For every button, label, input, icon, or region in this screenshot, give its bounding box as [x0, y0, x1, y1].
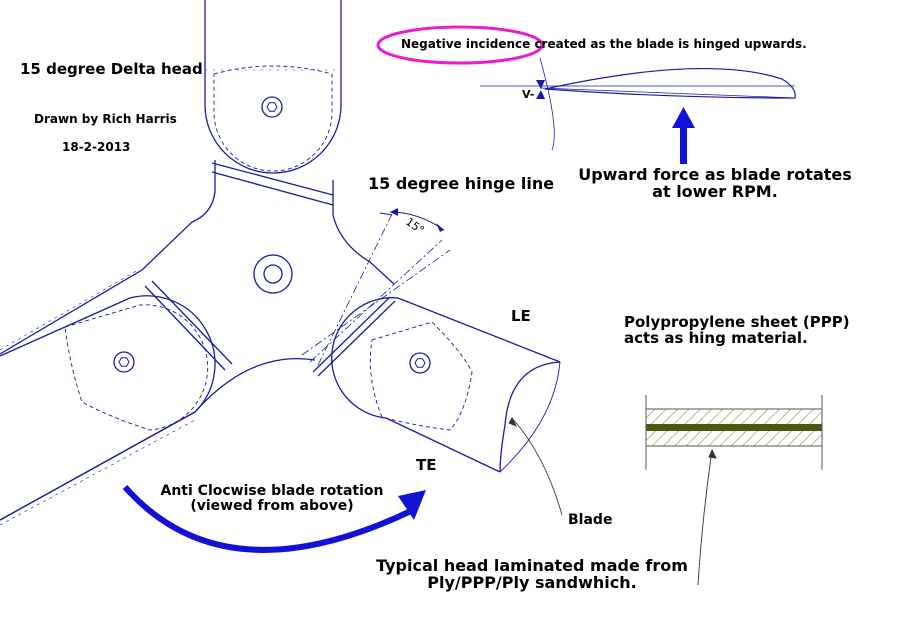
rotation-label: Anti Clocwise blade rotation (viewed fro… [152, 484, 392, 513]
hub-bolt-icon [253, 254, 293, 294]
te-label: TE [416, 456, 437, 474]
ppp-line2: acts as hing material. [624, 328, 808, 347]
upward-force-line2: at lower RPM. [652, 181, 778, 201]
hinge-lines [301, 211, 451, 366]
ppp-line1: Polypropylene sheet (PPP) [624, 313, 850, 331]
upward-force-label: Upward force as blade rotates at lower R… [572, 165, 858, 201]
typical-line2: Ply/PPP/Ply sandwhich. [427, 572, 637, 592]
upward-force-line1: Upward force as blade rotates [578, 165, 852, 184]
hub-outline [0, 160, 396, 377]
ppp-label: Polypropylene sheet (PPP) acts as hing m… [624, 313, 850, 347]
v-minus-label: V- [522, 88, 535, 101]
rotation-line1: Anti Clocwise blade rotation [160, 483, 384, 499]
rotation-arrow [122, 485, 426, 553]
title-label: 15 degree Delta head [20, 60, 203, 78]
angle-arc [379, 208, 445, 232]
highlight-oval [376, 25, 544, 65]
le-label: LE [511, 307, 531, 325]
laminate-pointer [697, 448, 717, 586]
typical-head-label: Typical head laminated made from Ply/PPP… [362, 556, 702, 592]
hub-lower-edge [0, 358, 316, 526]
hinge-line-label: 15 degree hinge line [368, 174, 555, 193]
typical-line1: Typical head laminated made from [376, 556, 688, 575]
left-bolt-icon [113, 351, 135, 373]
blade-pointer [508, 417, 563, 516]
top-bolt-icon [261, 96, 283, 118]
date-label: 18-2-2013 [62, 140, 131, 154]
blade-label: Blade [568, 512, 613, 528]
airfoil-section [480, 57, 796, 151]
right-blade-arm [331, 297, 561, 473]
upward-force-arrow [672, 107, 695, 164]
author-label: Drawn by Rich Harris [34, 112, 177, 126]
laminate-section [645, 395, 823, 470]
rotation-line2: (viewed from above) [190, 497, 354, 514]
right-bolt-icon [409, 352, 431, 374]
top-blade-arm [204, 0, 342, 174]
negative-incidence-label: Negative incidence created as the blade … [401, 37, 807, 51]
